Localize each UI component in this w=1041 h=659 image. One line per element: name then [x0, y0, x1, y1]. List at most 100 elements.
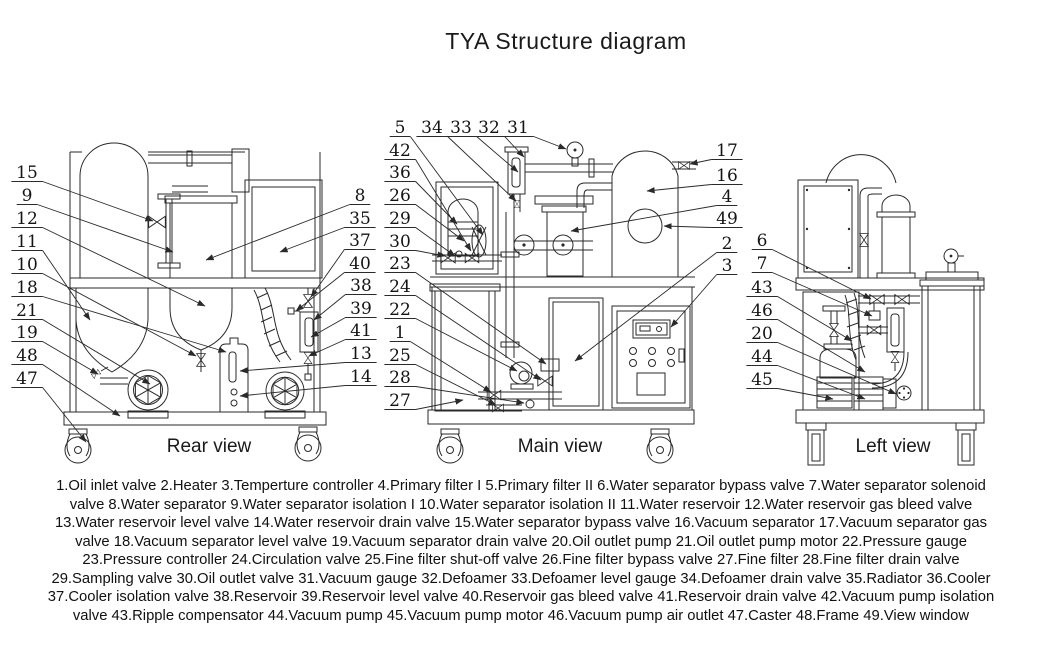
panel-button[interactable]: [629, 359, 637, 367]
callout-number-36: 36: [389, 163, 411, 183]
leader-line-40: [295, 272, 345, 312]
leader-line-25: [415, 364, 497, 406]
callout-number-16: 16: [716, 166, 738, 186]
callout-number-48: 48: [16, 346, 38, 366]
callout-number-40: 40: [349, 254, 371, 274]
defoamer-side-column: [876, 194, 916, 279]
callout-number-17: 17: [716, 141, 738, 161]
callout-number-8: 8: [355, 186, 366, 206]
vacuum-pump-fins: [853, 376, 912, 411]
isolation-column: [822, 305, 846, 344]
callout-number-47: 47: [16, 369, 38, 389]
panel-button[interactable]: [667, 347, 675, 355]
leader-line-47: [42, 387, 87, 443]
page-title: TYA Structure diagram: [445, 28, 687, 54]
callout-number-39: 39: [350, 299, 372, 319]
leader-line-48: [42, 364, 121, 417]
leader-line-13: [239, 362, 346, 374]
defoamer-column: [504, 146, 529, 212]
water-separator-cylinder: [164, 195, 238, 372]
leader-line-18: [42, 296, 227, 353]
panel-button[interactable]: [648, 359, 656, 367]
leader-line-33: [476, 136, 519, 173]
leader-line-45: [777, 388, 834, 401]
leader-line-11: [42, 250, 91, 321]
bypass-valve: [148, 215, 166, 229]
leader-line-16: [646, 184, 712, 194]
callout-number-22: 22: [389, 300, 411, 320]
leader-line-2: [574, 252, 717, 362]
callout-number-24: 24: [389, 277, 411, 297]
callout-number-12: 12: [16, 209, 38, 229]
water-reservoir-bottle: [219, 337, 249, 413]
separator-gas-valve: [672, 161, 696, 170]
leader-line-41: [308, 339, 346, 357]
leader-line-15: [42, 181, 154, 222]
separator-dome-side: [825, 154, 897, 184]
callout-number-31: 31: [507, 118, 529, 138]
leader-line-27: [415, 398, 464, 410]
caster-wheel: [294, 426, 322, 462]
radiator-side-panel: [797, 179, 859, 279]
callout-number-42: 42: [389, 141, 411, 161]
view-window: [627, 208, 663, 244]
callout-number-28: 28: [389, 368, 411, 388]
callout-number-13: 13: [350, 344, 372, 364]
callout-number-1: 1: [395, 323, 406, 343]
callout-number-49: 49: [716, 209, 738, 229]
callout-number-33: 33: [450, 118, 472, 138]
callout-number-5: 5: [395, 118, 406, 138]
callout-number-18: 18: [16, 278, 38, 298]
caster-wheel: [64, 428, 92, 464]
flex-hose: [253, 287, 292, 363]
outlet-valve-row: [432, 250, 502, 264]
vacuum-pump-motor-fins: [816, 376, 853, 409]
leader-line-37: [310, 249, 345, 298]
callout-number-34: 34: [421, 118, 443, 138]
frame: [427, 276, 695, 425]
callout-number-25: 25: [389, 346, 411, 366]
leader-line-17: [689, 159, 712, 166]
callout-number-7: 7: [757, 254, 768, 274]
vacuum-separator-dome: [576, 150, 679, 277]
callout-number-2: 2: [722, 234, 733, 254]
leader-line-49: [663, 223, 712, 230]
panel-button[interactable]: [648, 347, 656, 355]
leader-line-8: [205, 204, 350, 261]
leader-line-9: [37, 204, 174, 253]
legend-text: 1.Oil inlet valve 2.Heater 3.Temperture …: [47, 478, 995, 624]
separator-valves: [858, 294, 920, 336]
callout-number-6: 6: [757, 231, 768, 251]
oil-pump-main: [509, 358, 560, 390]
leader-line-10: [42, 273, 197, 357]
callout-number-37: 37: [349, 231, 371, 251]
control-cabinet: [611, 305, 691, 409]
heater-box: [548, 297, 604, 411]
callout-number-35: 35: [349, 209, 371, 229]
callout-number-29: 29: [389, 209, 411, 229]
leader-line-5: [409, 136, 484, 236]
callout-number-19: 19: [16, 323, 38, 343]
riser-pipe: [859, 187, 882, 278]
temperature-controller-display[interactable]: [632, 319, 671, 339]
callout-number-32: 32: [478, 118, 500, 138]
oil-pump-rear: [100, 369, 169, 419]
main-view-drawing: 5343332314236262930232422125282717164492…: [384, 118, 743, 464]
leader-line-4: [570, 205, 717, 233]
leader-line-28: [415, 386, 525, 405]
callout-number-14: 14: [350, 367, 372, 387]
panel-button[interactable]: [667, 359, 675, 367]
callout-number-20: 20: [751, 324, 773, 344]
callout-number-9: 9: [22, 186, 33, 206]
base-platform: [795, 409, 985, 424]
panel-button[interactable]: [629, 347, 637, 355]
callout-number-27: 27: [389, 391, 411, 411]
callout-number-46: 46: [751, 301, 773, 321]
radiator-grid: [244, 179, 323, 279]
leader-line-1: [410, 341, 492, 393]
leader-line-29: [415, 227, 456, 257]
leader-line-19: [42, 341, 99, 375]
vacuum-pump-inlet-pot: [819, 343, 857, 379]
